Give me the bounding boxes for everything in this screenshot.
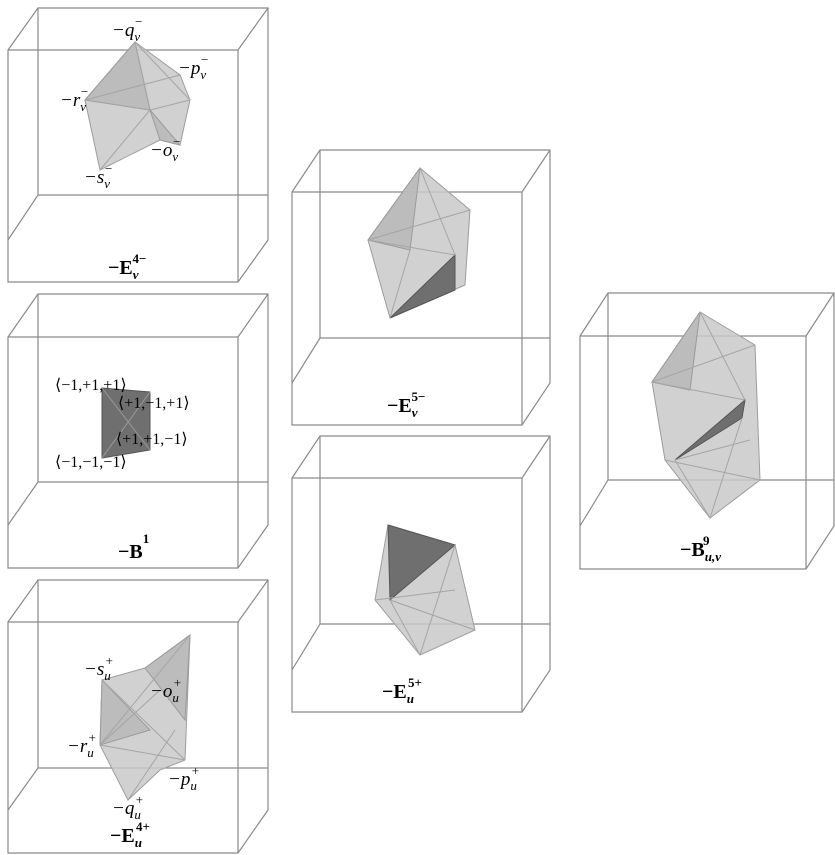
polyhedron bbox=[374, 524, 476, 656]
panel-b1: ⟨−1,+1,+1⟩ ⟨+1,−1,+1⟩ ⟨+1,+1,−1⟩ ⟨−1,−1,… bbox=[7, 293, 269, 569]
coord-label-1: ⟨−1,+1,+1⟩ bbox=[55, 377, 127, 394]
bounding-box bbox=[7, 7, 269, 283]
tetrahedron bbox=[101, 387, 151, 459]
vertex-label-p: −pv− bbox=[178, 52, 209, 82]
panel-eu5p: −Eu5+ bbox=[291, 435, 551, 713]
coord-label-3: ⟨+1,+1,−1⟩ bbox=[116, 431, 188, 448]
vertex-label-r: −rv− bbox=[60, 84, 89, 114]
panel-caption: −Eu4+ bbox=[110, 819, 150, 850]
vertex-label-p: −pu+ bbox=[168, 763, 200, 793]
vertex-label-r: −ru+ bbox=[67, 730, 97, 760]
bounding-box bbox=[7, 293, 269, 569]
panel-eu4p: −su+ −ou+ −ru+ −pu+ −qu+ −Eu4+ bbox=[7, 579, 269, 854]
vertex-label-o: −ou+ bbox=[150, 675, 182, 705]
vertex-label-o: −ov− bbox=[150, 134, 181, 164]
panel-caption: −B1 bbox=[118, 531, 149, 563]
panel-ev4m: −qv− −pv− −rv− −ov− −sv− −Ev4− bbox=[7, 7, 269, 283]
vertex-label-q: −qv− bbox=[112, 14, 143, 44]
polyhedron bbox=[84, 40, 191, 171]
panel-b9: −Bu,v9 bbox=[579, 292, 835, 570]
vertex-label-s: −su+ bbox=[84, 653, 114, 683]
polyhedron bbox=[99, 633, 191, 801]
polyhedron bbox=[367, 167, 471, 319]
vertex-label-s: −sv− bbox=[84, 161, 113, 191]
coord-label-2: ⟨+1,−1,+1⟩ bbox=[118, 395, 190, 412]
bounding-box bbox=[291, 149, 551, 426]
panel-caption: −Bu,v9 bbox=[680, 533, 721, 564]
panel-caption: −Ev5− bbox=[387, 389, 425, 420]
panel-ev5m: −Ev5− bbox=[291, 149, 551, 426]
coord-label-4: ⟨−1,−1,−1⟩ bbox=[55, 454, 127, 471]
vertex-label-q: −qu+ bbox=[112, 792, 144, 822]
polyhedron bbox=[651, 311, 761, 519]
panel-caption: −Eu5+ bbox=[382, 675, 422, 706]
panel-caption: −Ev4− bbox=[108, 251, 146, 282]
